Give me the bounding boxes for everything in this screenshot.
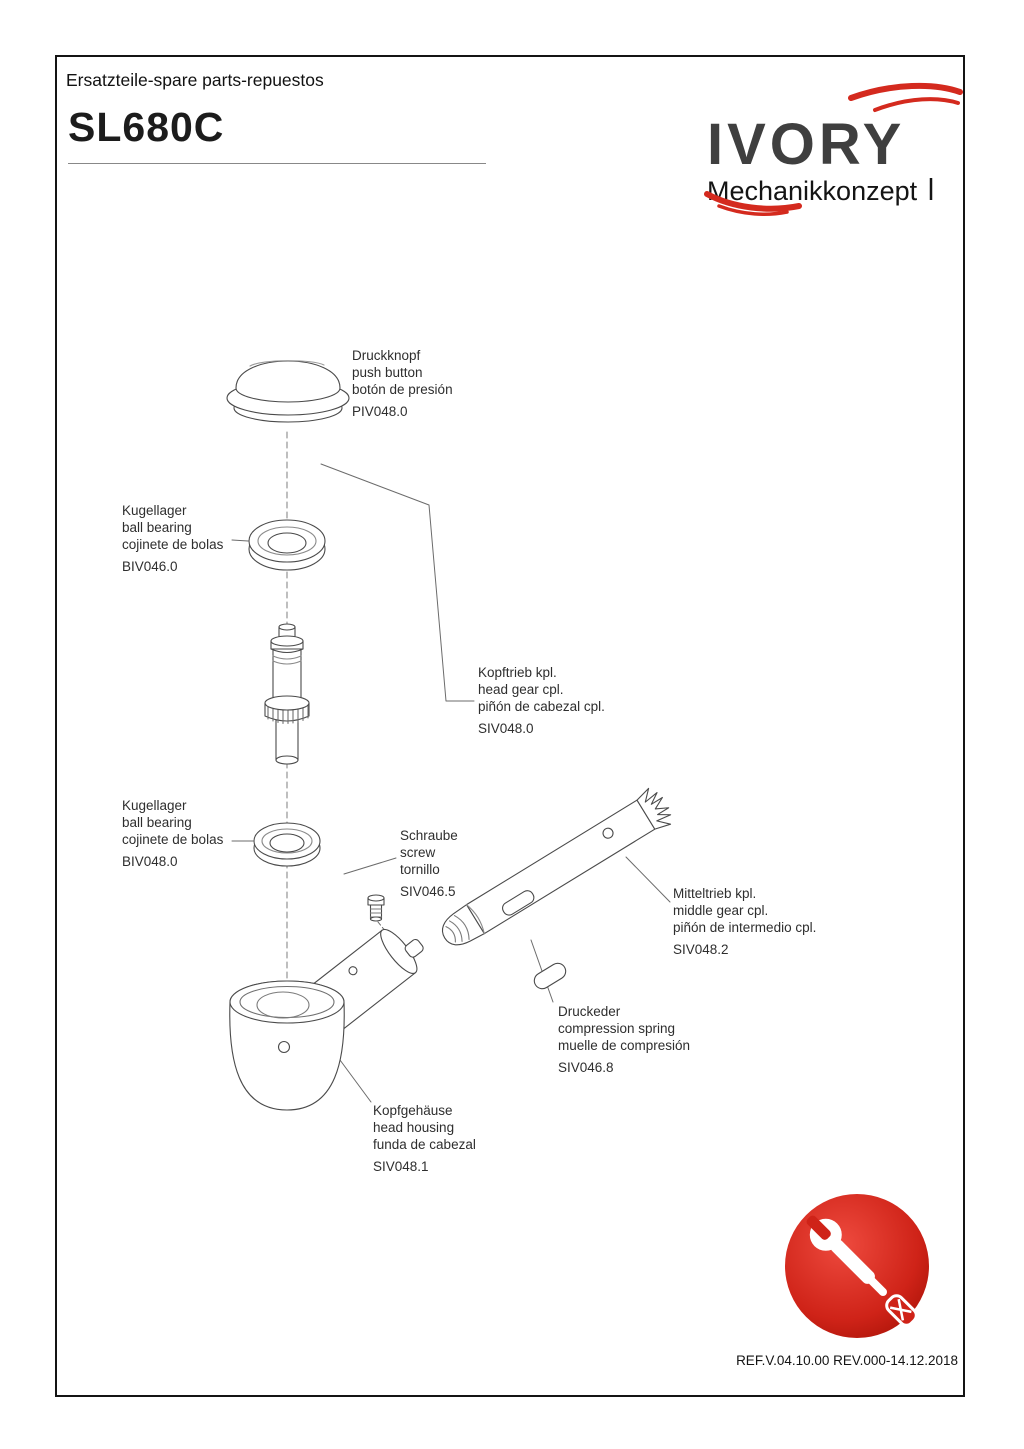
part-name-de: Kugellager (122, 798, 187, 813)
leader-bearing-1 (231, 539, 249, 542)
logo-swoosh-bottom-2 (717, 204, 789, 216)
part-label-head-housing: Kopfgehäuse head housing funda de cabeza… (373, 1102, 476, 1175)
push-button-drawing (226, 360, 350, 423)
part-name-es: cojinete de bolas (122, 537, 224, 552)
part-name-es: botón de presión (352, 382, 453, 397)
title-underline (68, 163, 486, 164)
head-gear-drawing (264, 623, 310, 765)
ball-bearing-1-drawing (248, 519, 326, 571)
part-name-en: middle gear cpl. (673, 903, 769, 918)
part-label-ball-bearing-2: Kugellager ball bearing cojinete de bola… (122, 797, 223, 870)
part-name-de: Druckknopf (352, 348, 421, 363)
part-ref: BIV046.0 (122, 559, 178, 574)
head-housing-drawing (229, 928, 424, 1111)
screwdriver-icon (830, 1239, 918, 1327)
part-name-en: screw (400, 845, 436, 860)
page-border-frame (55, 55, 965, 1397)
part-name-en: head housing (373, 1120, 455, 1135)
page-header: Ersatzteile-spare parts-repuestos (66, 70, 324, 90)
tools-badge-graphic (785, 1194, 929, 1338)
part-name-en: ball bearing (122, 520, 192, 535)
screw-drawing (367, 894, 385, 922)
part-name-de: Druckeder (558, 1004, 621, 1019)
part-name-es: cojinete de bolas (122, 832, 224, 847)
part-name-es: funda de cabezal (373, 1137, 476, 1152)
part-name-es: muelle de compresión (558, 1038, 691, 1053)
part-name-de: Kopfgehäuse (373, 1103, 453, 1118)
part-name-en: compression spring (558, 1021, 676, 1036)
part-label-middle-gear: Mitteltrieb kpl. middle gear cpl. piñón … (673, 885, 816, 958)
part-name-en: ball bearing (122, 815, 192, 830)
leader-head-gear (320, 463, 475, 702)
part-label-ball-bearing-1: Kugellager ball bearing cojinete de bola… (122, 502, 223, 575)
logo-swoosh-top-2 (873, 97, 960, 112)
logo-swoosh-top-1 (848, 82, 963, 101)
brand-name: IVORY (707, 112, 905, 177)
leader-housing (339, 1059, 372, 1103)
part-label-screw: Schraube screw tornillo SIV046.5 (400, 827, 458, 900)
part-label-push-button: Druckknopf push button botón de presión … (352, 347, 453, 420)
leader-screw (343, 857, 397, 875)
part-name-de: Kopftrieb kpl. (478, 665, 557, 680)
part-name-de: Mitteltrieb kpl. (673, 886, 757, 901)
part-name-en: head gear cpl. (478, 682, 564, 697)
part-ref: SIV048.0 (478, 721, 534, 736)
brand-logo-graphic: IVORY Mechanikkonzept (704, 82, 963, 216)
leader-middle-gear (625, 856, 671, 903)
part-name-es: piñón de cabezal cpl. (478, 699, 605, 714)
compression-spring-drawing (533, 962, 567, 990)
ball-bearing-2-drawing (253, 822, 321, 867)
page-title: SL680C (68, 104, 225, 150)
part-name-de: Kugellager (122, 503, 187, 518)
part-name-en: push button (352, 365, 423, 380)
footer-revision: REF.V.04.10.00 REV.000-14.12.2018 (736, 1353, 958, 1368)
part-label-compression-spring: Druckeder compression spring muelle de c… (558, 1003, 690, 1076)
part-name-es: tornillo (400, 862, 440, 877)
part-ref: BIV048.0 (122, 854, 178, 869)
part-ref: SIV046.5 (400, 884, 456, 899)
part-ref: PIV048.0 (352, 404, 408, 419)
brand-logo: IVORY Mechanikkonzept (703, 82, 965, 224)
part-ref: SIV046.8 (558, 1060, 614, 1075)
logo-swoosh-bottom-1 (704, 191, 802, 212)
part-name-es: piñón de intermedio cpl. (673, 920, 817, 935)
middle-gear-drawing (441, 787, 672, 946)
part-name-de: Schraube (400, 828, 458, 843)
part-ref: SIV048.1 (373, 1159, 429, 1174)
tools-badge-icon (783, 1192, 931, 1340)
part-label-head-gear: Kopftrieb kpl. head gear cpl. piñón de c… (478, 664, 605, 737)
brand-subtitle: Mechanikkonzept (707, 176, 918, 206)
part-ref: SIV048.2 (673, 942, 729, 957)
